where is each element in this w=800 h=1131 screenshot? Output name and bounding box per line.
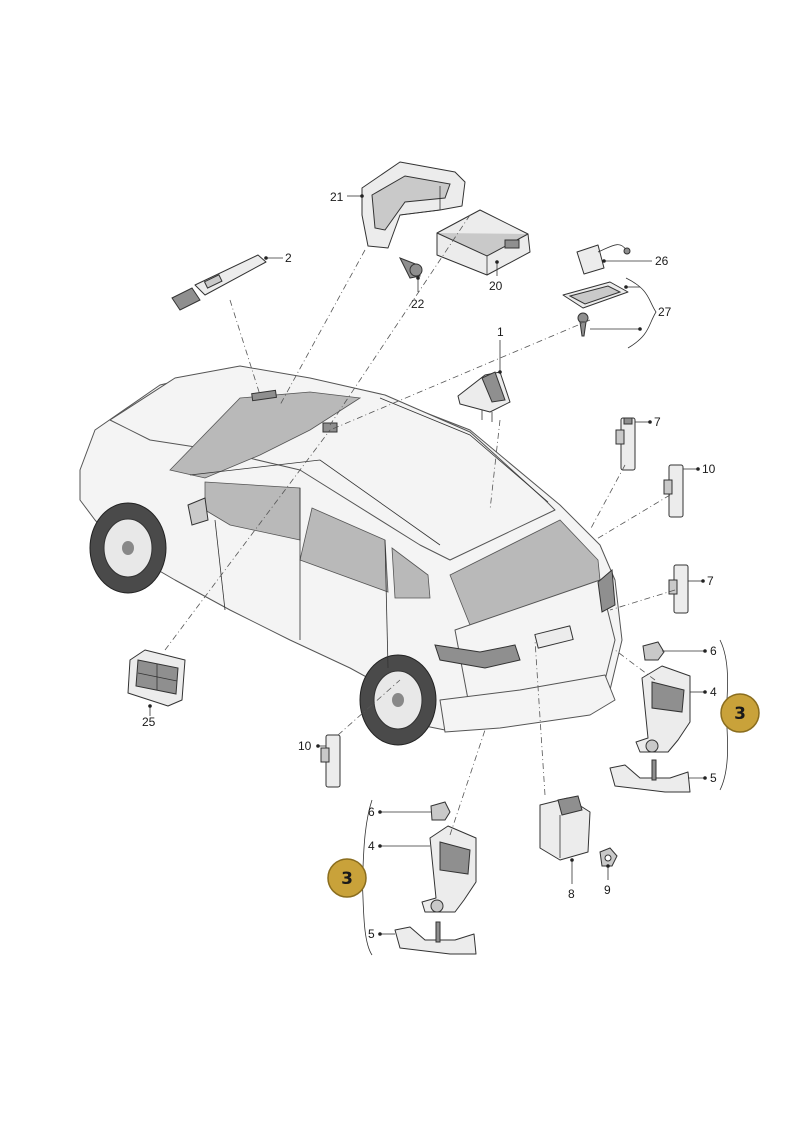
label-4-right: 4 <box>710 685 717 699</box>
part-25-switch[interactable] <box>127 649 186 707</box>
label-7-upper: 7 <box>654 415 661 429</box>
part-7-upper-connector[interactable] <box>615 417 636 471</box>
part-20-control-module[interactable] <box>436 209 531 276</box>
part-26-plug[interactable] <box>576 244 631 275</box>
part-1-roof-antenna[interactable] <box>457 371 511 422</box>
label-26: 26 <box>655 254 669 268</box>
part-2-antenna-strip[interactable] <box>171 254 267 311</box>
badge-3-left-label: 3 <box>341 869 353 889</box>
part-4-left-bracket[interactable] <box>421 825 477 913</box>
part-10-right-connector[interactable] <box>663 464 684 518</box>
part-8-module[interactable] <box>539 795 591 861</box>
label-10-right: 10 <box>702 462 716 476</box>
label-5-left: 5 <box>368 927 375 941</box>
connection-lines <box>164 214 676 836</box>
label-20: 20 <box>489 279 503 293</box>
badge-3-right-label: 3 <box>734 704 746 724</box>
badge-3-right[interactable]: 3 <box>720 693 760 733</box>
part-6-left-nut[interactable] <box>430 801 451 821</box>
label-1: 1 <box>497 325 504 339</box>
part-5-left-base[interactable] <box>394 921 477 955</box>
label-9: 9 <box>604 883 611 897</box>
part-5-right-base[interactable] <box>609 759 691 793</box>
label-5-right: 5 <box>710 771 717 785</box>
rear-wheel <box>359 654 437 746</box>
front-wheel <box>89 502 167 594</box>
part-9-nut[interactable] <box>599 847 618 867</box>
label-6-left: 6 <box>368 805 375 819</box>
part-21-bracket[interactable] <box>361 161 466 249</box>
label-4-left: 4 <box>368 839 375 853</box>
part-22-screw[interactable] <box>398 257 423 279</box>
label-25: 25 <box>142 715 156 729</box>
label-7-lower: 7 <box>707 574 714 588</box>
part-6-right-nut[interactable] <box>642 641 665 661</box>
part-27-screw[interactable] <box>577 312 589 337</box>
badge-3-left[interactable]: 3 <box>327 858 367 898</box>
part-27-cover[interactable] <box>562 281 629 309</box>
label-8: 8 <box>568 887 575 901</box>
leader-lines <box>148 194 729 956</box>
part-4-right-bracket[interactable] <box>635 665 691 753</box>
label-21: 21 <box>330 190 344 204</box>
part-7-lower-connector[interactable] <box>668 564 689 614</box>
label-27: 27 <box>658 305 672 319</box>
vehicle-illustration <box>79 365 623 746</box>
label-22: 22 <box>411 297 425 311</box>
part-10-left-connector[interactable] <box>320 734 341 788</box>
part-labels: 21 22 20 2 26 27 1 7 10 7 6 4 5 25 10 6 … <box>142 190 717 941</box>
label-2: 2 <box>285 251 292 265</box>
label-10-left: 10 <box>298 739 312 753</box>
label-6-right: 6 <box>710 644 717 658</box>
